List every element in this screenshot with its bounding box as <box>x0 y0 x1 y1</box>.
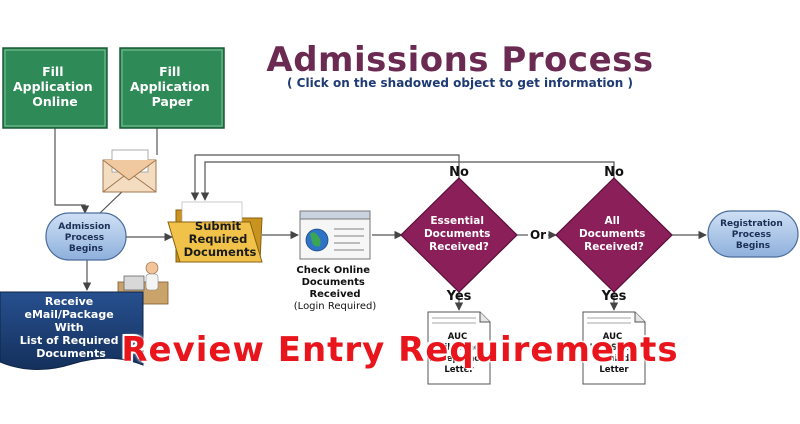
envelope-icon[interactable] <box>102 149 157 193</box>
all-documents-decision[interactable]: All Documents Received? <box>555 177 673 293</box>
admission-begins-node[interactable]: Admission Process Begins <box>45 212 127 261</box>
submit-documents-node[interactable]: Submit Required Documents <box>167 201 263 263</box>
svg-text:Submit Required: Submit Required Documents <box>184 219 257 259</box>
denied-letter-node[interactable]: AUC Will Send Denied Letter <box>582 311 646 385</box>
fill-online-line: Fill <box>42 64 63 79</box>
svg-text:Fill Application: Fill Application Online <box>13 64 97 109</box>
fill-online-line: Online <box>32 94 77 109</box>
svg-text:All Documents: All Documents Received? <box>579 215 649 253</box>
receive-line: Documents <box>36 347 106 360</box>
no-label-right: No <box>604 165 624 180</box>
page-title: Admissions Process <box>266 40 654 80</box>
admission-line: Begins <box>69 244 103 254</box>
all-line: All <box>605 215 620 227</box>
fill-paper-line: Application <box>130 79 210 94</box>
or-label: Or <box>530 228 546 242</box>
text-lines-icon <box>334 228 364 251</box>
admission-line: Process <box>65 233 104 243</box>
letter-right-line: Denied <box>596 354 630 364</box>
letter-right-line: Will Send <box>590 343 635 353</box>
admission-line: Admission <box>58 222 110 232</box>
submit-line: Required <box>189 232 248 246</box>
receive-email-node[interactable]: Receive eMail/Package With List of Requi… <box>0 291 144 371</box>
registration-line: Registration <box>720 219 783 229</box>
svg-text:Fill Application: Fill Application Paper <box>130 64 214 109</box>
letter-left-line: Acceptance <box>430 354 485 364</box>
svg-text:Receive eMail/Package: Receive eMail/Package With List of Requi… <box>20 295 123 360</box>
fill-online-line: Application <box>13 79 93 94</box>
essential-line: Essential <box>430 215 484 227</box>
letter-left-line: AUC <box>448 332 467 342</box>
all-line: Received? <box>584 241 644 253</box>
svg-text:Registration Process: Registration Process Begins <box>720 219 786 251</box>
registration-line: Process <box>732 230 771 240</box>
registration-line: Begins <box>736 241 770 251</box>
all-line: Documents <box>579 228 645 240</box>
receive-line: Receive <box>45 295 93 308</box>
no-label-left: No <box>449 165 469 180</box>
connectors <box>54 128 707 311</box>
yes-label-left: Yes <box>446 289 472 304</box>
fill-online-button[interactable]: Fill Application Online <box>2 47 108 129</box>
check-line: Received <box>309 289 360 300</box>
acceptance-letter-node[interactable]: AUC Will Send Acceptance Letter <box>427 311 491 385</box>
essential-documents-decision[interactable]: Essential Documents Received? <box>400 177 518 293</box>
submit-line: Submit <box>195 219 242 233</box>
registration-begins-node[interactable]: Registration Process Begins <box>707 210 799 258</box>
receive-line: List of Required <box>20 334 119 347</box>
svg-text:AUC Will Send: AUC Will Send Acceptance Letter <box>430 332 488 375</box>
fill-paper-line: Paper <box>152 94 194 109</box>
globe-icon <box>305 228 329 252</box>
receive-line: With <box>55 321 84 334</box>
fill-paper-button[interactable]: Fill Application Paper <box>119 47 225 129</box>
svg-text:Admission Process: Admission Process Begins <box>58 222 113 254</box>
check-line: Check Online <box>296 265 370 276</box>
letter-left-line: Letter <box>444 365 474 375</box>
svg-text:Essential Documents: Essential Documents Received? <box>424 215 494 253</box>
essential-line: Received? <box>429 241 489 253</box>
page-subtitle: ( Click on the shadowed object to get in… <box>287 76 633 90</box>
letter-right-line: Letter <box>599 365 629 375</box>
essential-line: Documents <box>424 228 490 240</box>
overlay-caption: Review Entry Requirements <box>121 330 679 370</box>
fill-paper-line: Fill <box>159 64 180 79</box>
svg-text:Check Online Documents: Check Online Documents Received <box>296 265 373 300</box>
check-line: Documents <box>302 277 365 288</box>
letter-left-line: Will Send <box>435 343 480 353</box>
yes-label-right: Yes <box>601 289 627 304</box>
svg-text:AUC Will Send: AUC Will Send Denied Letter <box>590 332 638 375</box>
submit-line: Documents <box>184 245 257 259</box>
receive-line: eMail/Package <box>24 308 113 321</box>
check-online-node[interactable]: Check Online Documents Received (Login R… <box>294 210 377 312</box>
login-required-note: (Login Required) <box>294 301 377 312</box>
letter-right-line: AUC <box>603 332 622 342</box>
